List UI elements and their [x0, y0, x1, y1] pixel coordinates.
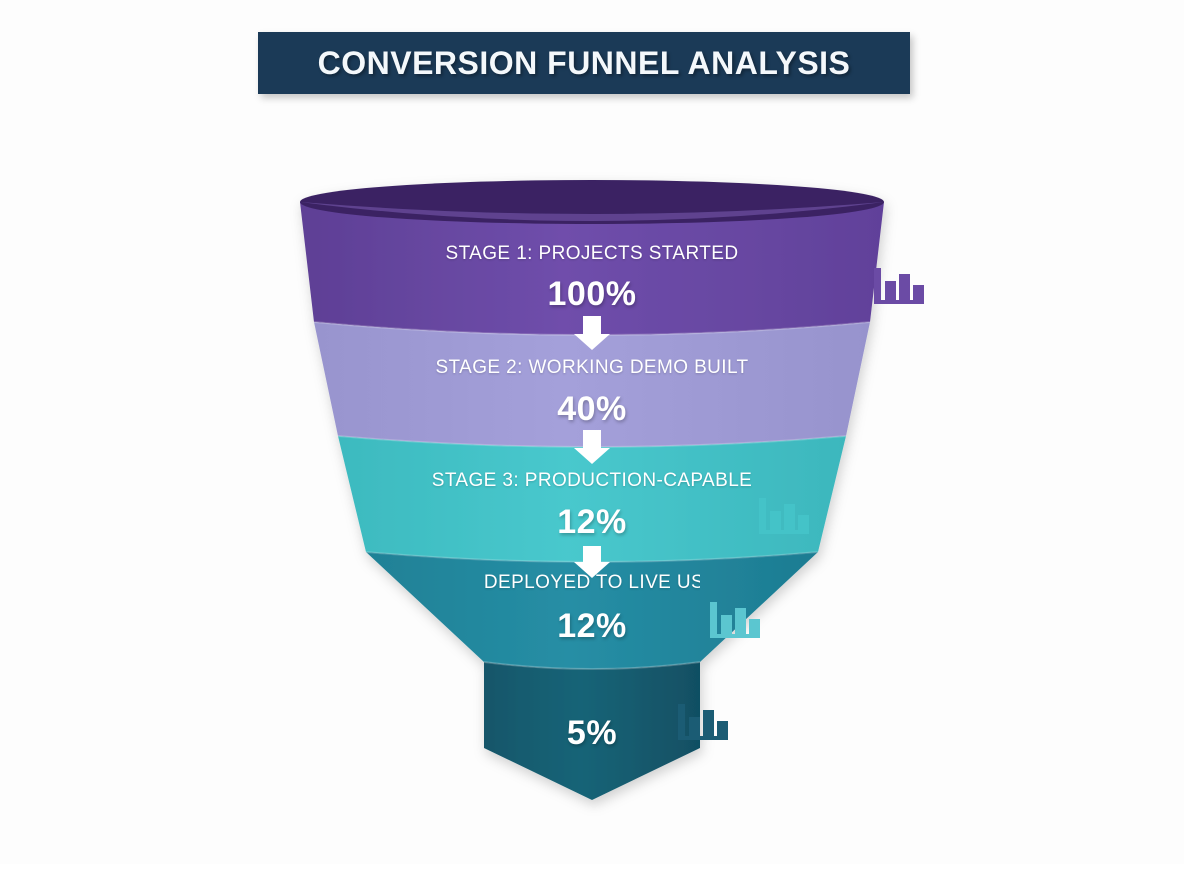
- funnel-stage-5-neck: [484, 662, 700, 800]
- funnel-arrows: [574, 316, 610, 578]
- bar-chart-icon: [678, 704, 728, 740]
- page-title: CONVERSION FUNNEL ANALYSIS: [317, 44, 851, 81]
- bar-chart-icon: [759, 498, 809, 534]
- bar-chart-icon: [710, 602, 760, 638]
- funnel-rim-highlight: [300, 202, 884, 221]
- down-arrow-icon: [574, 546, 610, 578]
- funnel-stage-2-band: [314, 322, 870, 447]
- funnel-divider-4: [483, 661, 701, 670]
- funnel-stage-1-band: [300, 202, 884, 335]
- page-title-bar: CONVERSION FUNNEL ANALYSIS: [258, 32, 910, 94]
- funnel-stage-4-band: [366, 552, 818, 669]
- bar-chart-icon: [874, 268, 924, 304]
- stage-4-label-clip: DEPLOYED TO LIVE US: [484, 572, 700, 606]
- down-arrow-icon: [574, 430, 610, 464]
- stage-4-label: DEPLOYED TO LIVE US: [484, 572, 700, 593]
- funnel-stage-3-band: [338, 436, 846, 562]
- funnel-body: [300, 180, 884, 800]
- down-arrow-icon: [574, 316, 610, 350]
